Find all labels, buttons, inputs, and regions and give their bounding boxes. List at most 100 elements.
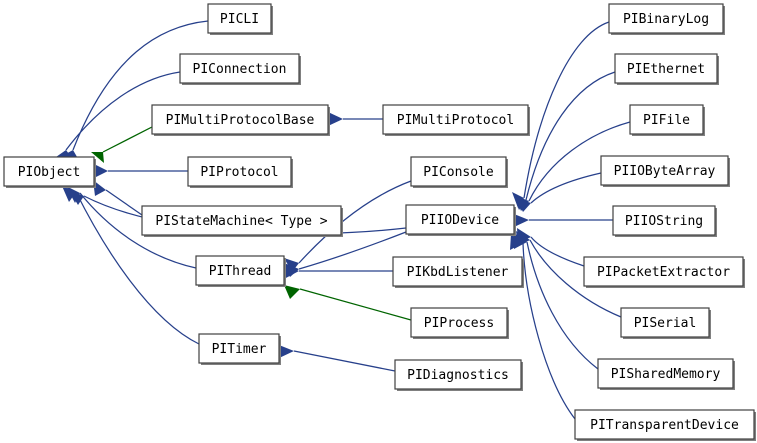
node-box[interactable] [608, 3, 724, 34]
node-label: PIFile [643, 113, 690, 128]
class-node-piprotocol[interactable]: PIProtocol [187, 156, 293, 188]
class-node-pipacketextractor[interactable]: PIPacketExtractor [583, 256, 745, 288]
edges-layer [56, 20, 631, 420]
class-node-piprocess[interactable]: PIProcess [410, 307, 509, 339]
node-label: PITransparentDevice [590, 418, 739, 433]
node-label: PIIODevice [421, 213, 499, 228]
edge-line [65, 71, 181, 151]
class-node-pikbdlistener[interactable]: PIKbdListener [392, 256, 524, 288]
node-box[interactable] [574, 409, 755, 440]
edge-line [293, 350, 396, 372]
node-label: PIObject [18, 165, 81, 180]
node-box[interactable] [382, 104, 529, 135]
node-box[interactable] [410, 307, 508, 338]
edge-line [75, 191, 200, 345]
node-box[interactable] [151, 104, 329, 135]
node-label: PIBinaryLog [623, 12, 709, 27]
arrowhead-icon [284, 258, 299, 272]
class-node-piconsole[interactable]: PIConsole [410, 156, 508, 188]
class-node-piserial[interactable]: PISerial [620, 307, 711, 339]
edge-e-piethernet-piiodevice [513, 71, 616, 210]
class-node-pitimer[interactable]: PITimer [198, 333, 281, 365]
class-node-pimultiprotocol[interactable]: PIMultiProtocol [382, 104, 530, 136]
class-node-pimultiprotocolbase[interactable]: PIMultiProtocolBase [151, 104, 330, 136]
arrowhead-icon [328, 112, 343, 126]
node-label: PISerial [634, 316, 697, 331]
node-box[interactable] [612, 205, 716, 236]
node-box[interactable] [195, 255, 285, 286]
node-box[interactable] [187, 156, 292, 187]
node-box[interactable] [3, 156, 95, 187]
edge-e-pidiagnostics-pitimer [277, 345, 396, 372]
edge-e-pipacketextractor-piio [517, 228, 585, 267]
node-box[interactable] [405, 204, 515, 235]
node-box[interactable] [614, 53, 718, 84]
node-label: PITimer [212, 342, 267, 357]
node-label: PICLI [220, 12, 259, 27]
edge-line [523, 21, 610, 199]
class-node-pifile[interactable]: PIFile [629, 104, 705, 136]
edge-e-piprotocol-piobject [94, 164, 188, 178]
class-node-picli[interactable]: PICLI [207, 3, 273, 35]
edge-e-pikbdlistener-pithread [284, 265, 393, 279]
edge-line [79, 192, 197, 269]
edge-line [529, 239, 622, 318]
node-box[interactable] [410, 156, 507, 187]
edge-e-piiodevice-pithread [284, 231, 407, 277]
class-node-pistatemachine[interactable]: PIStateMachine< Type > [141, 205, 343, 237]
nodes-layer: PIObject PICLI PIConnectionPIMultiProtocol… [3, 3, 756, 441]
node-box[interactable] [597, 358, 734, 389]
node-box[interactable] [620, 307, 710, 338]
arrowhead-icon [94, 164, 108, 178]
class-node-piiobytearray[interactable]: PIIOByteArray [600, 155, 730, 187]
node-label: PIDiagnostics [407, 368, 509, 383]
edge-e-pitimer-piobject [62, 186, 200, 345]
edge-line [525, 71, 616, 201]
class-node-pidiagnostics[interactable]: PIDiagnostics [394, 359, 523, 391]
arrowhead-icon [516, 198, 531, 212]
class-node-piethernet[interactable]: PIEthernet [614, 53, 719, 85]
edge-e-pimultiprotocolbase-piobj [91, 126, 153, 163]
node-box[interactable] [198, 333, 280, 364]
node-label: PISharedMemory [611, 367, 721, 382]
class-node-piconnection[interactable]: PIConnection [179, 53, 301, 85]
arrowhead-icon [93, 180, 106, 196]
node-box[interactable] [394, 359, 522, 390]
edge-line [298, 180, 412, 264]
edge-line [298, 231, 407, 270]
node-label: PIIOString [625, 214, 703, 229]
edge-e-piiostring-piiodevice [514, 214, 613, 227]
node-box[interactable] [392, 256, 523, 287]
class-node-piobject[interactable]: PIObject [3, 156, 96, 188]
class-node-pithread[interactable]: PIThread [195, 255, 286, 287]
arrowhead-icon [62, 186, 76, 202]
node-label: PIStateMachine< Type > [155, 214, 327, 229]
class-node-piiostring[interactable]: PIIOString [612, 205, 717, 237]
node-label: PIProtocol [200, 165, 278, 180]
arrowhead-icon [284, 285, 300, 299]
node-label: PIThread [209, 264, 272, 279]
class-node-piiodevice[interactable]: PIIODevice [405, 204, 516, 236]
node-label: PIMultiProtocol [397, 113, 514, 128]
edge-line [522, 242, 576, 420]
node-label: PIMultiProtocolBase [166, 113, 315, 128]
arrowhead-icon [91, 152, 104, 163]
edge-e-pistatemachine-piobject [93, 180, 143, 216]
edge-line [530, 172, 602, 204]
class-node-pitransparentdevice[interactable]: PITransparentDevice [574, 409, 756, 441]
node-box[interactable] [600, 155, 729, 186]
node-label: PIProcess [424, 316, 494, 331]
arrowhead-icon [514, 214, 529, 227]
edge-line [72, 20, 209, 151]
node-box[interactable] [207, 3, 272, 34]
class-node-pisharedmemory[interactable]: PISharedMemory [597, 358, 735, 390]
edge-e-pitransparent-piiodevice [510, 234, 576, 420]
node-box[interactable] [629, 104, 704, 135]
class-node-pibinarylog[interactable]: PIBinaryLog [608, 3, 725, 35]
node-box[interactable] [141, 205, 342, 236]
node-box[interactable] [583, 256, 744, 287]
node-box[interactable] [179, 53, 300, 84]
node-label: PIPacketExtractor [597, 265, 730, 280]
